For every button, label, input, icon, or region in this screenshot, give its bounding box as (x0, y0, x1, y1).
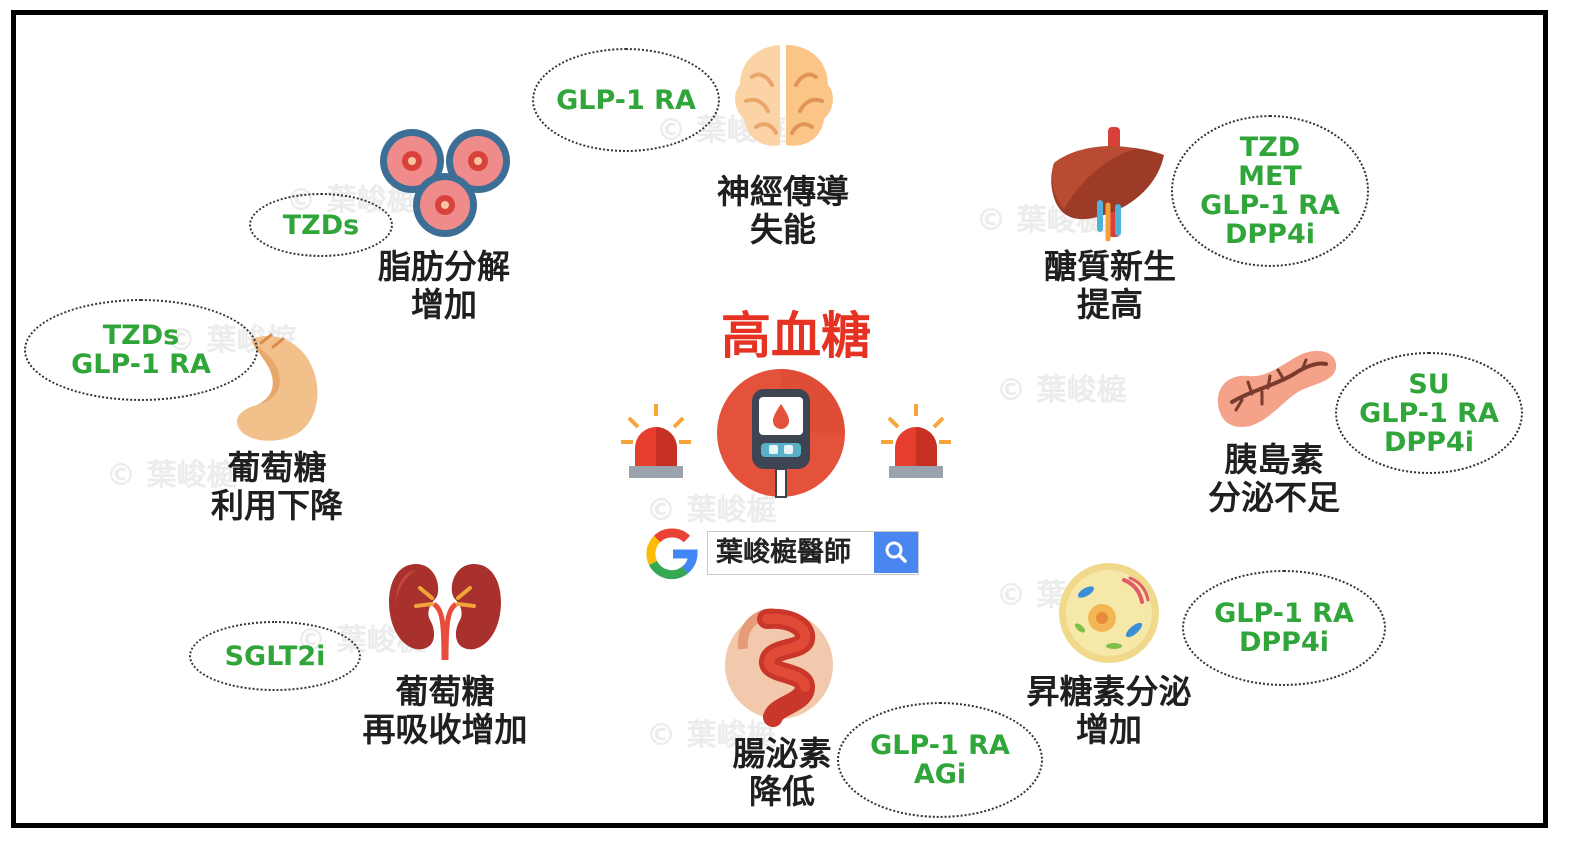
search-widget: 葉峻榳醫師 (645, 525, 921, 581)
search-button[interactable] (874, 532, 918, 573)
watermark: © 葉峻榳 (106, 458, 237, 493)
search-icon (885, 541, 907, 563)
drug-oval-alpha-cell: GLP-1 RA DPP4i (1182, 570, 1386, 686)
drug-oval-intestine: GLP-1 RA AGi (837, 702, 1043, 818)
drug-oval-kidney: SGLT2i (189, 621, 361, 691)
node-label-muscle: 葡萄糖 利用下降 (211, 448, 343, 525)
watermark: © 葉峻榳 (996, 373, 1127, 408)
brain-icon (735, 45, 833, 146)
drug-oval-pancreas: SU GLP-1 RA DPP4i (1335, 352, 1523, 474)
search-box[interactable]: 葉峻榳醫師 (707, 531, 919, 575)
drug-oval-fat: TZDs (249, 193, 393, 257)
node-label-liver: 醣質新生 提高 (1044, 247, 1176, 324)
muscle-icon (236, 333, 318, 441)
alarm-light-icon (621, 404, 691, 478)
liver-icon (1051, 127, 1164, 242)
watermark: © 葉峻榳 (646, 718, 777, 753)
google-logo-icon (646, 528, 698, 580)
glucose-meter-icon (717, 369, 845, 498)
node-label-kidney: 葡萄糖 再吸收增加 (362, 672, 528, 749)
drug-oval-brain: GLP-1 RA (532, 48, 720, 152)
diagram-frame: © 葉峻榳 © 葉峻榳 © 葉峻榳 © 葉峻榳 © 葉峻榳 © 葉峻榳 © 葉峻… (11, 10, 1548, 828)
drug-oval-muscle: TZDs GLP-1 RA (24, 299, 258, 401)
search-input[interactable]: 葉峻榳醫師 (716, 537, 851, 568)
node-label-intestine: 腸泌素 降低 (732, 734, 832, 811)
pancreas-icon (1217, 350, 1337, 428)
drug-oval-liver: TZD MET GLP-1 RA DPP4i (1171, 115, 1369, 267)
cell-icon (1059, 563, 1159, 663)
fat-cell-icon (380, 129, 510, 237)
diagram-title: 高血糖 (721, 307, 871, 365)
kidney-icon (389, 564, 501, 661)
watermark: © 葉峻榳 (646, 493, 777, 528)
node-label-pancreas: 胰島素 分泌不足 (1208, 440, 1340, 517)
node-label-alpha-cell: 昇糖素分泌 增加 (1026, 672, 1192, 749)
node-label-brain: 神經傳導 失能 (717, 172, 849, 249)
intestine-icon (725, 608, 833, 727)
alarm-light-icon (881, 404, 951, 478)
node-label-fat: 脂肪分解 增加 (378, 247, 510, 324)
